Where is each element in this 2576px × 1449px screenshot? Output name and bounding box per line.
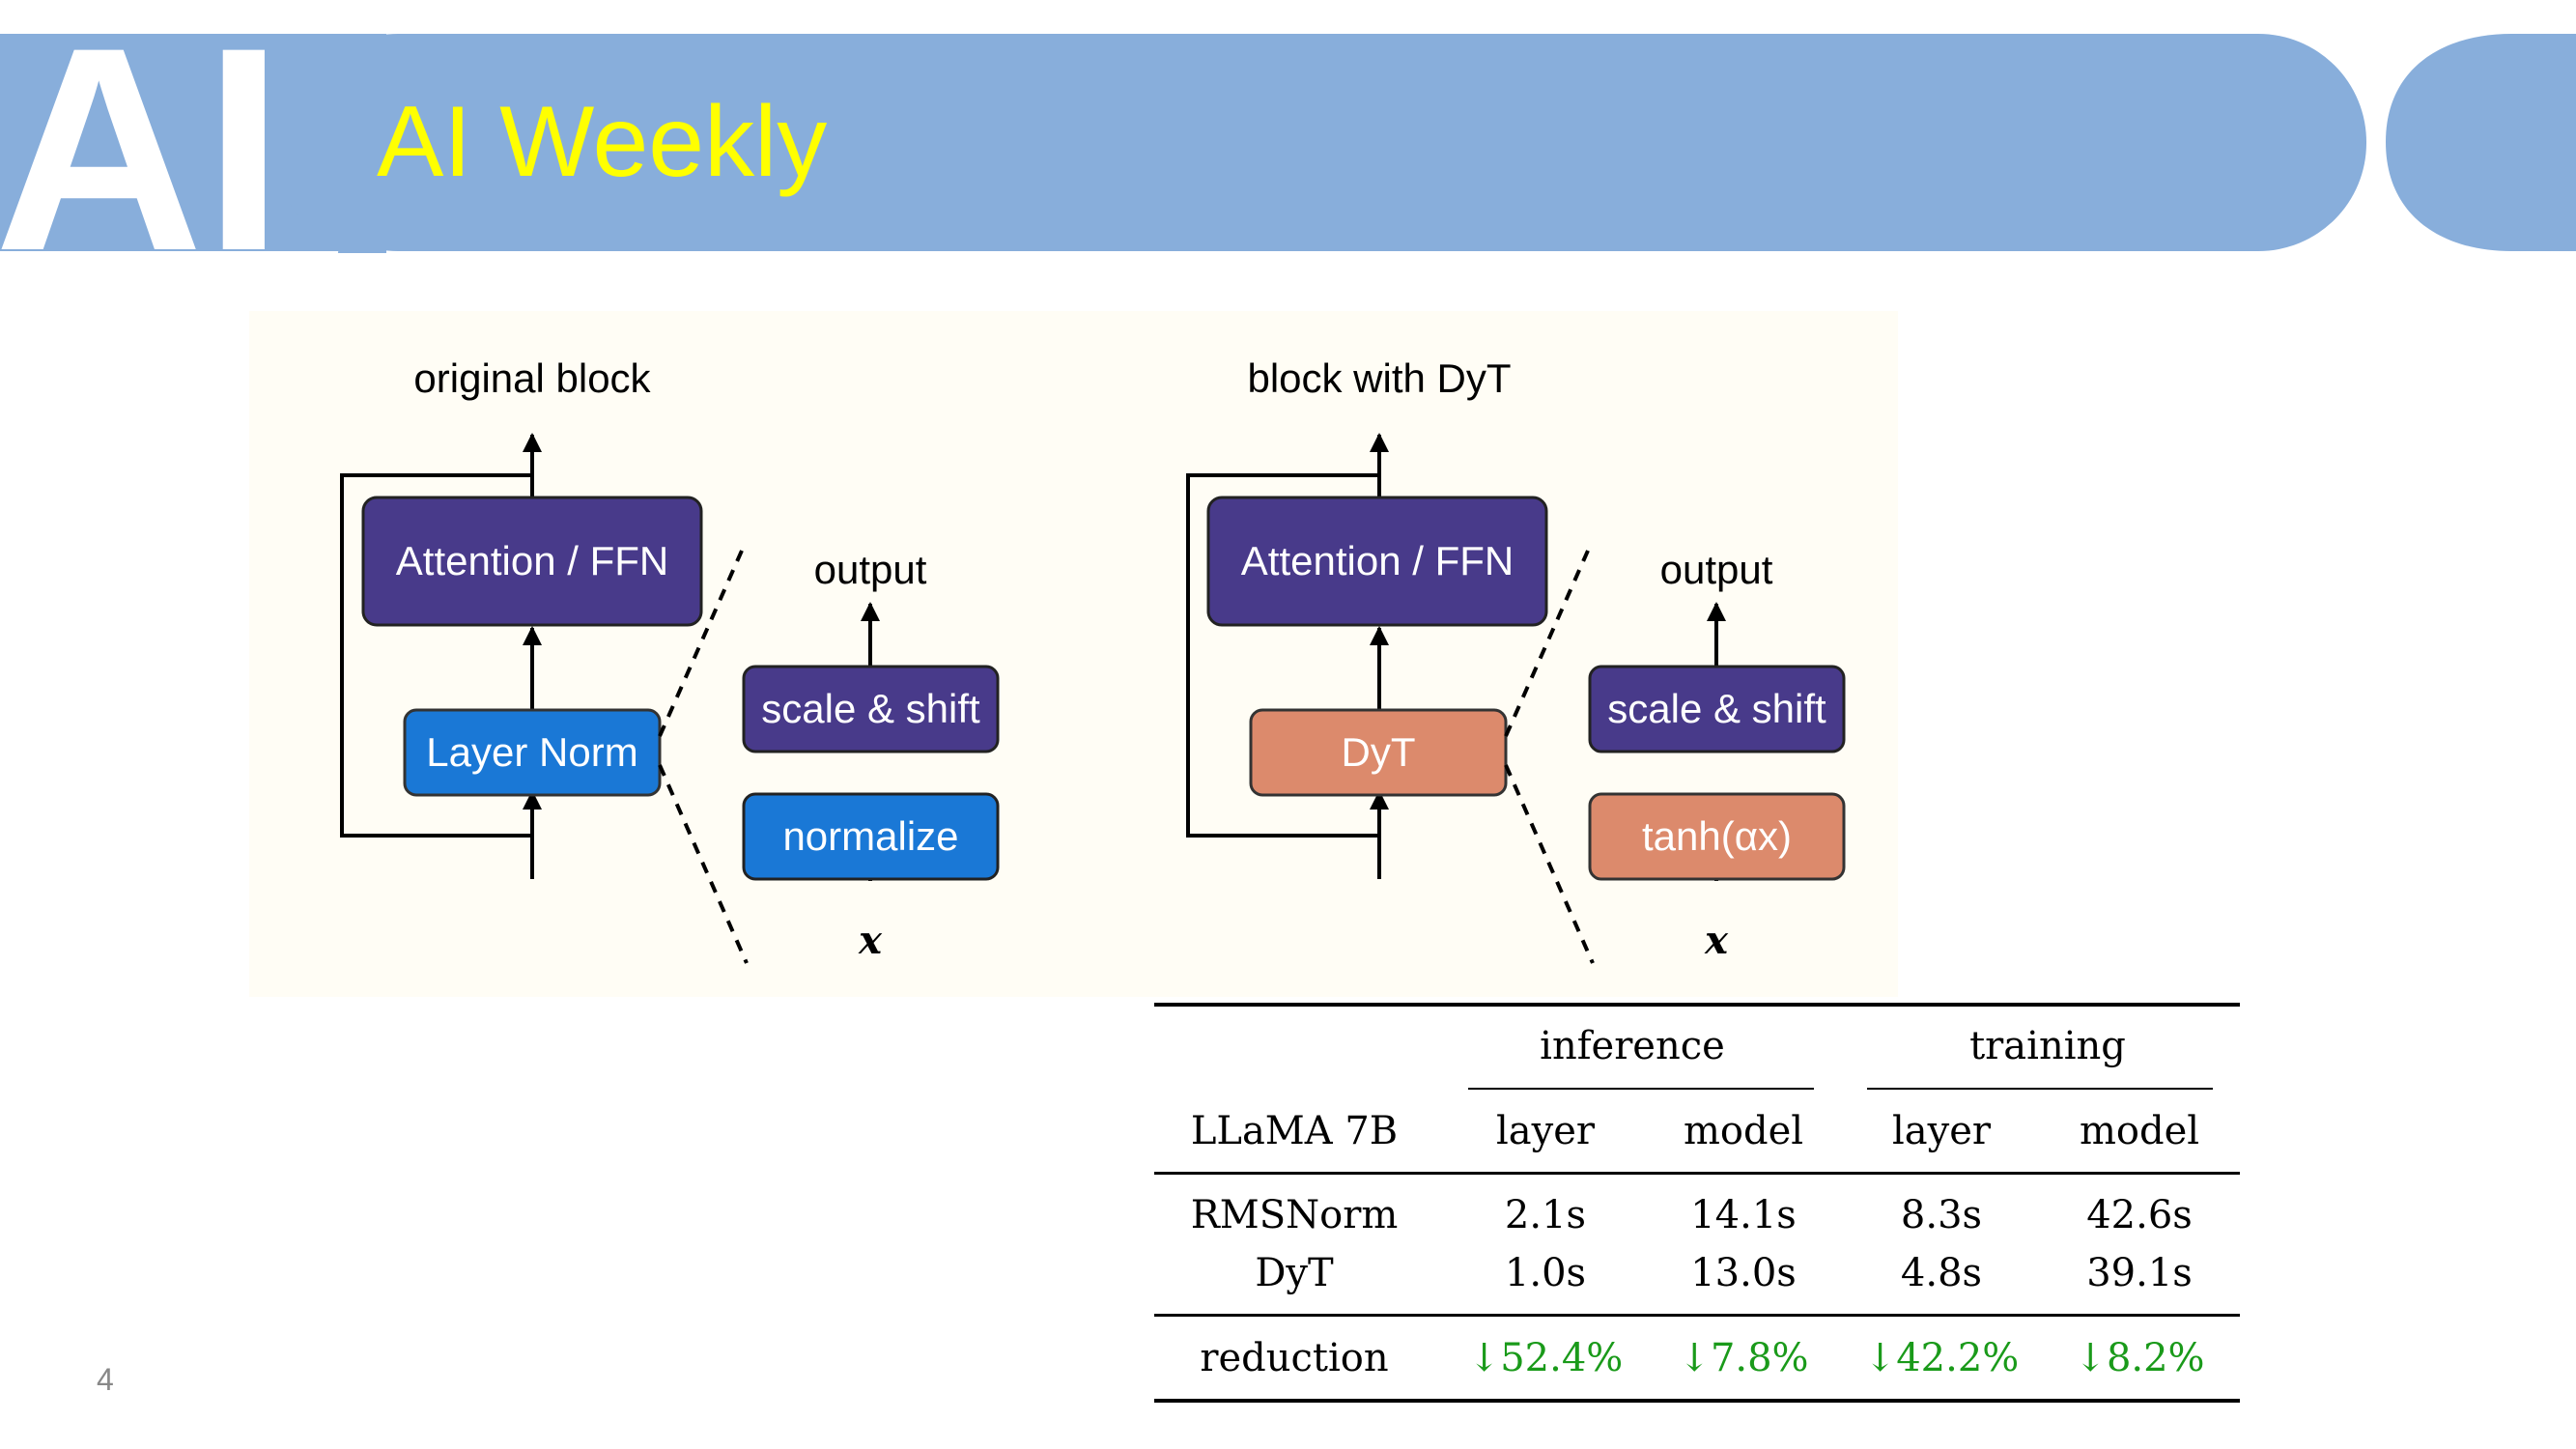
- diagram-graphic: [249, 311, 1898, 997]
- table-cell: 39.1s: [2086, 1251, 2193, 1295]
- logo: AI: [0, 0, 386, 311]
- header-banner: AI AI Weekly: [0, 0, 2576, 311]
- dyt-scale-shift-box: [1588, 665, 1846, 753]
- dyt-zoom-line-bottom: [1504, 764, 1595, 964]
- table-bottom-rule: [1154, 1399, 2240, 1403]
- app-title: AI Weekly: [377, 86, 828, 198]
- zoom-line-bottom: [658, 764, 749, 964]
- logo-text: AI: [0, 0, 284, 261]
- table-cell: 4.8s: [1900, 1251, 1983, 1295]
- table-cell: 14.1s: [1690, 1193, 1797, 1237]
- head-silhouette-icon: [269, 34, 386, 253]
- dyt-diagram: original block Attention / FFN Layer Nor…: [249, 311, 1898, 997]
- dyt-block-caption: block with DyT: [1247, 355, 1512, 401]
- output-label: output: [813, 547, 927, 592]
- dyt-attention-ffn-box: [1206, 496, 1548, 627]
- group-header-inference: inference: [1540, 1024, 1725, 1068]
- dyt-box: [1249, 708, 1508, 797]
- dyt-input-x-label: x: [1705, 918, 1728, 963]
- reduction-cell: ↓42.2%: [1863, 1336, 2020, 1380]
- residual-connection: [340, 473, 532, 838]
- input-x-label: x: [859, 918, 882, 963]
- table-cell: 1.0s: [1504, 1251, 1587, 1295]
- banner-right-cap: [2386, 34, 2576, 251]
- table-cell: 42.6s: [2086, 1193, 2193, 1237]
- reduction-cell: ↓8.2%: [2074, 1336, 2205, 1380]
- table-cell: 13.0s: [1690, 1251, 1797, 1295]
- col-header: layer: [1495, 1109, 1596, 1153]
- banner-bar: [290, 34, 2366, 251]
- table-reduction-rule: [1154, 1314, 2240, 1317]
- col-header: model: [1683, 1109, 1804, 1153]
- table-mid-rule: [1154, 1172, 2240, 1175]
- banner-graphic: AI: [0, 0, 2576, 311]
- col-header: model: [2079, 1109, 2200, 1153]
- inference-cmidrule: [1468, 1088, 1814, 1090]
- scale-shift-box: [742, 665, 1000, 753]
- table-cell: 8.3s: [1900, 1193, 1983, 1237]
- table-cell: 2.1s: [1504, 1193, 1587, 1237]
- dyt-residual-connection: [1186, 473, 1379, 838]
- col-header: layer: [1891, 1109, 1992, 1153]
- dyt-output-label: output: [1659, 547, 1773, 592]
- row-label-reduction: reduction: [1200, 1336, 1389, 1380]
- dyt-block: [1186, 433, 1846, 964]
- table-top-rule: [1154, 1003, 2240, 1007]
- row-header-label: LLaMA 7B: [1190, 1109, 1399, 1153]
- training-cmidrule: [1867, 1088, 2213, 1090]
- tanh-box: [1588, 792, 1846, 881]
- normalize-box: [742, 792, 1000, 881]
- original-block: [340, 433, 1000, 964]
- reduction-cell: ↓7.8%: [1678, 1336, 1809, 1380]
- layer-norm-box: [403, 708, 662, 797]
- original-block-caption: original block: [413, 355, 651, 401]
- reduction-cell: ↓52.4%: [1467, 1336, 1624, 1380]
- page-number: 4: [97, 1362, 114, 1397]
- attention-ffn-box: [361, 496, 703, 627]
- group-header-training: training: [1969, 1024, 2126, 1068]
- row-label-rmsnorm: RMSNorm: [1190, 1193, 1399, 1237]
- diagram-background: [249, 311, 1898, 997]
- row-label-dyt: DyT: [1255, 1251, 1334, 1295]
